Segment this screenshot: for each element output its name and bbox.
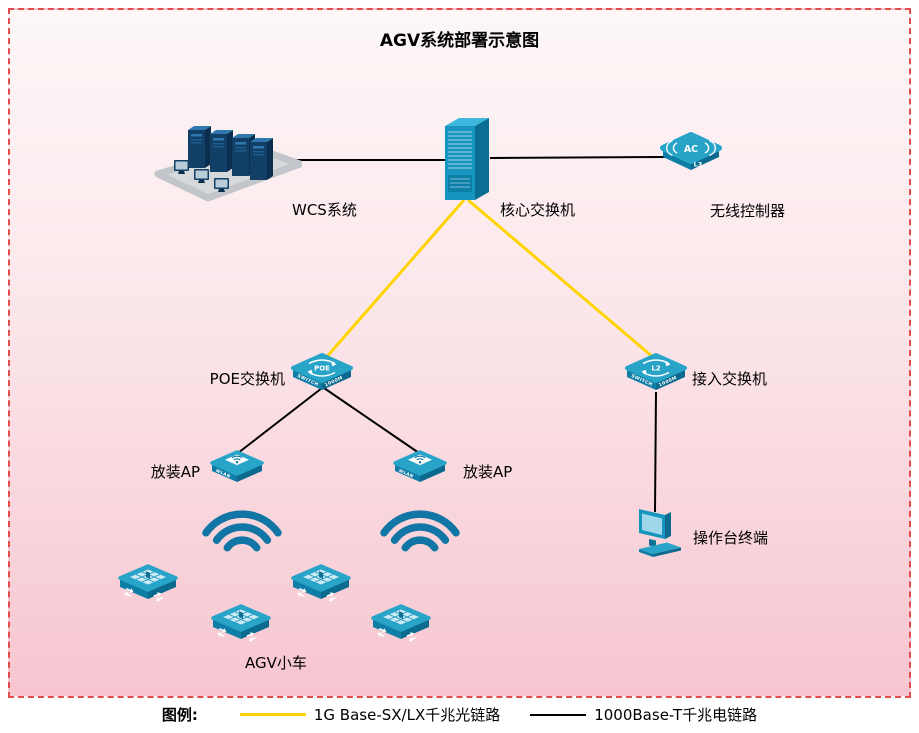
- agv-cart-icon: [291, 564, 351, 605]
- copper-line-label: 1000Base-T千兆电链路: [594, 706, 758, 724]
- node-label-wcs: WCS系统: [292, 201, 357, 219]
- agv-cart-3: [289, 563, 353, 615]
- access-badge-text: L2: [651, 365, 660, 373]
- node-ap-right: WLAN: [391, 449, 449, 497]
- poe-badge-text: POE: [314, 365, 330, 373]
- node-label-wireless-controller: 无线控制器: [710, 202, 786, 220]
- wifi-signal-right: [380, 500, 460, 564]
- agv-cart-2: [209, 603, 273, 655]
- ap-right-icon: WLAN: [393, 450, 447, 484]
- node-label-poe-switch: POE交换机: [209, 370, 285, 388]
- page-title: AGV系统部署示意图: [379, 31, 540, 51]
- terminal-icon: [639, 509, 681, 557]
- poe-switch-icon: POE SWITCH 1000M: [291, 353, 353, 392]
- legend: 图例: 1G Base-SX/LX千兆光链路 1000Base-T千兆电链路: [0, 704, 919, 725]
- agv-cart-icon: [371, 604, 431, 645]
- agv-cart-icon: [211, 604, 271, 645]
- node-label-access-switch: 接入交换机: [692, 370, 768, 388]
- core-switch-icon: [445, 118, 489, 200]
- node-label-ap-right: 放装AP: [463, 463, 513, 481]
- fiber-line-label: 1G Base-SX/LX千兆光链路: [313, 706, 501, 724]
- node-access-switch: L2 SWITCH 1000M: [622, 352, 690, 402]
- node-wcs: [150, 106, 304, 214]
- node-ap-left: WLAN: [208, 449, 266, 497]
- node-core-switch: [437, 112, 493, 208]
- node-label-terminal: 操作台终端: [693, 529, 769, 547]
- ac-tag-text: L3: [694, 161, 703, 169]
- ap-right-face-text: WLAN: [398, 468, 414, 479]
- copper-line-swatch: [530, 713, 587, 716]
- agv-cart-icon: [118, 564, 178, 605]
- wcs-servers-icon: [154, 126, 304, 202]
- wifi-signal-icon: [202, 500, 282, 560]
- ac-badge-text: AC: [684, 144, 698, 155]
- node-label-agv: AGV小车: [245, 654, 307, 672]
- fiber-line-swatch: [239, 713, 306, 716]
- node-label-core-switch: 核心交换机: [500, 201, 576, 219]
- node-wireless-controller: AC L3: [656, 130, 726, 186]
- wireless-controller-icon: AC L3: [660, 132, 722, 170]
- node-poe-switch: POE SWITCH 1000M: [288, 352, 356, 402]
- legend-title: 图例:: [161, 706, 198, 724]
- wifi-signal-left: [202, 500, 282, 564]
- agv-cart-1: [116, 563, 180, 615]
- access-switch-icon: L2 SWITCH 1000M: [625, 353, 687, 392]
- node-terminal: [629, 506, 683, 564]
- ap-left-icon: WLAN: [210, 450, 264, 484]
- ap-left-face-text: WLAN: [215, 468, 231, 479]
- agv-cart-4: [369, 603, 433, 655]
- node-label-ap-left: 放装AP: [150, 463, 200, 481]
- wifi-signal-icon: [380, 500, 460, 560]
